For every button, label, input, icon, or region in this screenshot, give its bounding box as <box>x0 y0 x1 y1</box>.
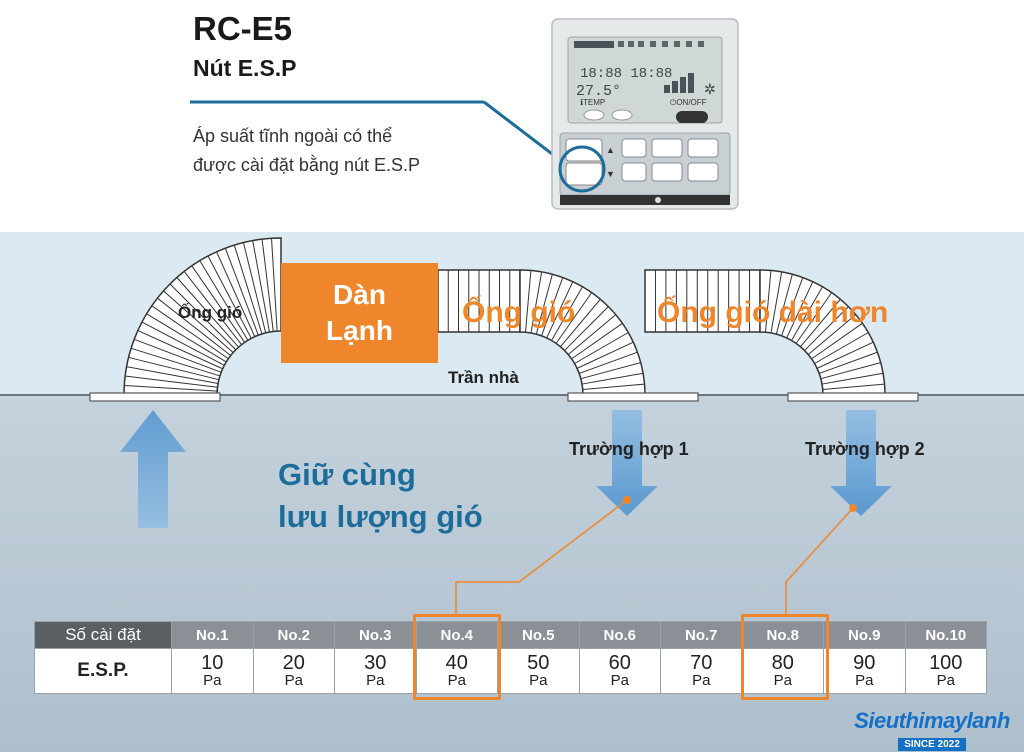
value: 80 <box>771 652 794 674</box>
setting-number-label: Số cài đặt <box>34 621 172 649</box>
svg-text:▲: ▲ <box>606 145 615 155</box>
value: 20 <box>282 652 305 674</box>
description-line-2: được cài đặt bằng nút E.S.P <box>193 155 420 175</box>
logo-since: SINCE 2022 <box>898 738 966 751</box>
brand-logo: Sieuthimaylanh SINCE 2022 <box>846 708 1018 752</box>
value-unit: Pa <box>936 672 955 689</box>
esp-label: E.S.P. <box>34 648 172 694</box>
vent-right <box>787 392 919 402</box>
value-unit: Pa <box>447 672 466 689</box>
connector-line-1 <box>455 499 628 614</box>
connector-line-2 <box>785 507 854 614</box>
setting-cell: No.3 <box>334 621 417 649</box>
duct-long <box>644 269 886 396</box>
table-header-row: Số cài đặt No.1 No.2 No.3 No.4 No.5 No.6… <box>34 621 987 649</box>
value-unit: Pa <box>284 672 303 689</box>
case2-label: Trường hợp 2 <box>805 439 925 459</box>
ceiling-label: Trần nhà <box>448 368 519 387</box>
value-unit: Pa <box>366 672 385 689</box>
value: 50 <box>527 652 550 674</box>
indoor-unit-box: Dàn Lạnh <box>281 263 438 363</box>
value: 40 <box>445 652 468 674</box>
callout-line <box>483 100 561 162</box>
remote-controller: 18:88 18:88 27.5° ✲ ℹTEMP ⏻ON/OFF ▲ ▼ <box>551 18 739 210</box>
arrow-down-case2 <box>830 410 892 516</box>
value: 100 <box>929 652 963 674</box>
highlight-no4 <box>413 614 501 700</box>
value: 10 <box>201 652 224 674</box>
description-line-1: Áp suất tĩnh ngoài có thể <box>193 126 393 146</box>
svg-text:18:88 18:88: 18:88 18:88 <box>580 66 672 82</box>
arrow-down-case1 <box>596 410 658 516</box>
duct-left-label: Ống gió <box>178 303 243 322</box>
value-unit: Pa <box>692 672 711 689</box>
esp-settings-table: Số cài đặt No.1 No.2 No.3 No.4 No.5 No.6… <box>34 621 987 694</box>
esp-button-highlight <box>558 145 606 193</box>
svg-text:✲: ✲ <box>704 81 716 97</box>
duct-left <box>123 237 282 396</box>
value: 60 <box>608 652 631 674</box>
setting-cell: No.10 <box>904 621 987 649</box>
duct-mid-label: Ống gió <box>462 296 576 329</box>
setting-cell: No.8 <box>741 621 824 649</box>
indoor-unit-label-1: Dàn <box>333 279 386 310</box>
logo-name: Sieuthimaylanh <box>854 708 1010 733</box>
case1-label: Trường hợp 1 <box>569 439 689 459</box>
same-airflow-label: Giữ cùng lưu lượng gió <box>278 454 483 538</box>
controller-temp-display: 27.5° <box>576 83 621 100</box>
svg-text:⏻ON/OFF: ⏻ON/OFF <box>670 98 707 107</box>
setting-cell: No.6 <box>578 621 661 649</box>
page-title: RC-E5 <box>193 10 293 47</box>
arrow-up <box>120 410 186 528</box>
highlight-no8 <box>741 614 829 700</box>
value-unit: Pa <box>855 672 874 689</box>
duct-middle <box>437 269 646 396</box>
vent-mid <box>567 392 699 402</box>
setting-cell: No.9 <box>823 621 906 649</box>
setting-cell: No.2 <box>252 621 335 649</box>
value-unit: Pa <box>610 672 629 689</box>
setting-cell: No.1 <box>171 621 254 649</box>
value: 30 <box>364 652 387 674</box>
setting-cell: No.4 <box>415 621 498 649</box>
value: 90 <box>853 652 876 674</box>
duct-long-label: Ống gió dài hơn <box>657 296 889 329</box>
same-airflow-line-1: Giữ cùng <box>278 457 416 492</box>
value-unit: Pa <box>773 672 792 689</box>
value-unit: Pa <box>203 672 222 689</box>
vent-left <box>89 392 221 402</box>
value-unit: Pa <box>529 672 548 689</box>
setting-cell: No.5 <box>497 621 580 649</box>
value: 70 <box>690 652 713 674</box>
same-airflow-line-2: lưu lượng gió <box>278 499 483 534</box>
svg-text:▼: ▼ <box>606 169 615 179</box>
page-subtitle: Nút E.S.P <box>193 55 297 81</box>
setting-cell: No.7 <box>660 621 743 649</box>
description: Áp suất tĩnh ngoài có thể được cài đặt b… <box>193 122 420 180</box>
indoor-unit-label-2: Lạnh <box>326 315 393 346</box>
svg-text:ℹTEMP: ℹTEMP <box>580 98 605 107</box>
